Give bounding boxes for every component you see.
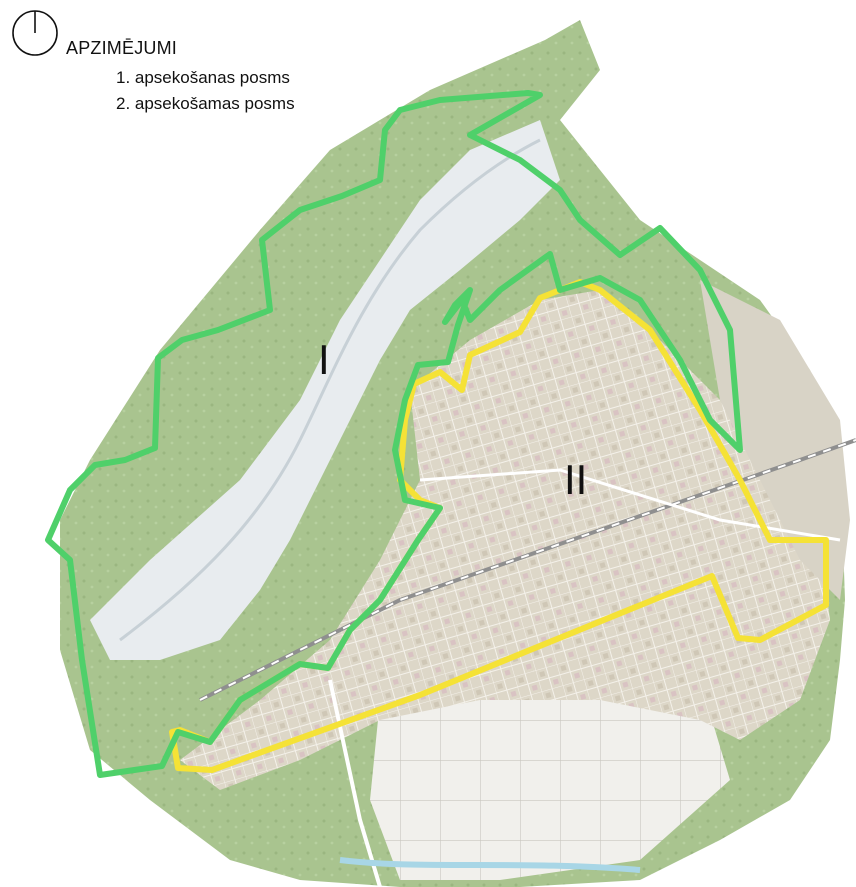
- legend-item-stage-2: 2. apsekošamas posms: [116, 94, 295, 113]
- river-centerline: [119, 138, 541, 642]
- urban-area: [180, 290, 830, 790]
- boundary-zone-1: [45, 90, 743, 778]
- legend-title: APZIMĒJUMI: [66, 38, 178, 58]
- east-urban: [700, 280, 850, 600]
- main-road-2: [419, 468, 841, 542]
- railway-dashes: [199, 439, 856, 701]
- transport-network: [199, 438, 856, 887]
- river-floodplain: [90, 120, 560, 660]
- map-legend: APZIMĒJUMI 1. apsekošanas posms 2. apsek…: [0, 0, 360, 120]
- zone-label-2: II: [564, 456, 588, 503]
- north-arrow-icon: [12, 10, 58, 56]
- southern-fields: [370, 660, 730, 880]
- south-river: [339, 857, 641, 873]
- legend-item-stage-1: 1. apsekošanas posms: [116, 68, 290, 87]
- zone-label-1: I: [318, 336, 330, 383]
